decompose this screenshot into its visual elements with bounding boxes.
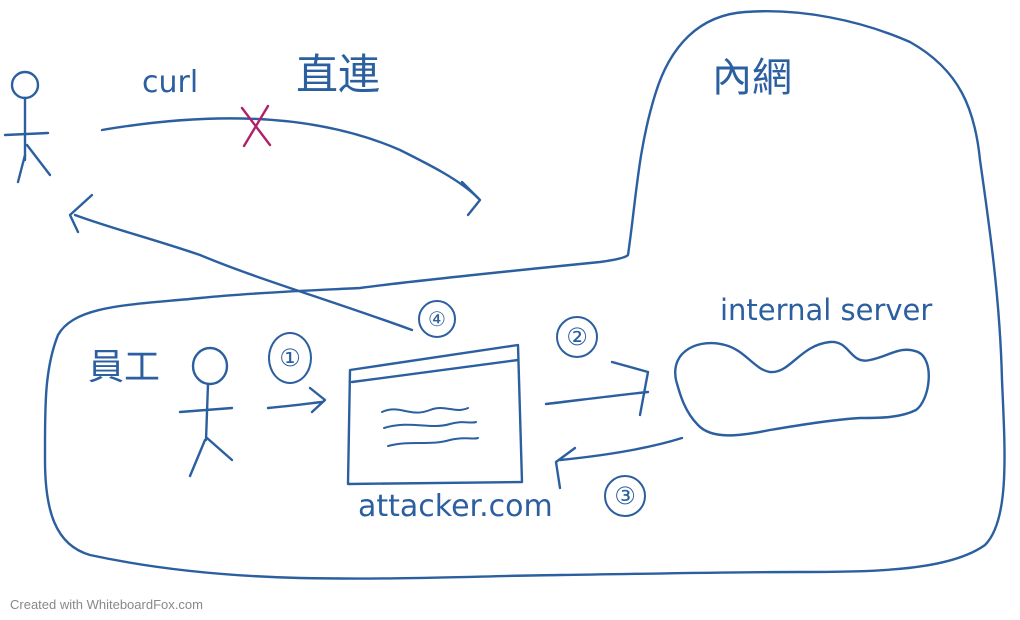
step-2-marker: ② [556, 316, 598, 358]
footer-credit: Created with WhiteboardFox.com [10, 597, 203, 612]
intranet-boundary [43, 10, 1006, 580]
blocked-cross-icon [240, 104, 272, 148]
external-user-figure [3, 70, 52, 184]
attacker-page-window [346, 343, 524, 486]
attacker-site-label: attacker.com [358, 489, 553, 524]
internal-server-label: internal server [720, 293, 933, 327]
step3-arrowhead [554, 446, 577, 490]
step2-arrow [544, 390, 650, 406]
curl-arrowhead [460, 180, 482, 217]
internal-server-cloud [674, 340, 930, 437]
employee-figure [178, 346, 234, 478]
return-arrow [73, 213, 414, 332]
step1-arrow [266, 400, 324, 410]
curl-arrow [100, 117, 480, 200]
curl-label: curl [142, 65, 199, 100]
step1-arrowhead [308, 386, 327, 414]
step3-arrow [558, 436, 684, 462]
direct-connect-label: 直連 [296, 50, 381, 99]
step-4-marker: ④ [418, 300, 456, 338]
return-arrowhead [68, 193, 94, 234]
step-3-marker: ③ [604, 475, 646, 517]
intranet-label: 內網 [712, 55, 792, 101]
step-1-marker: ① [268, 332, 312, 384]
employee-label: 員工 [88, 347, 161, 388]
step2-arrowhead [610, 360, 650, 417]
